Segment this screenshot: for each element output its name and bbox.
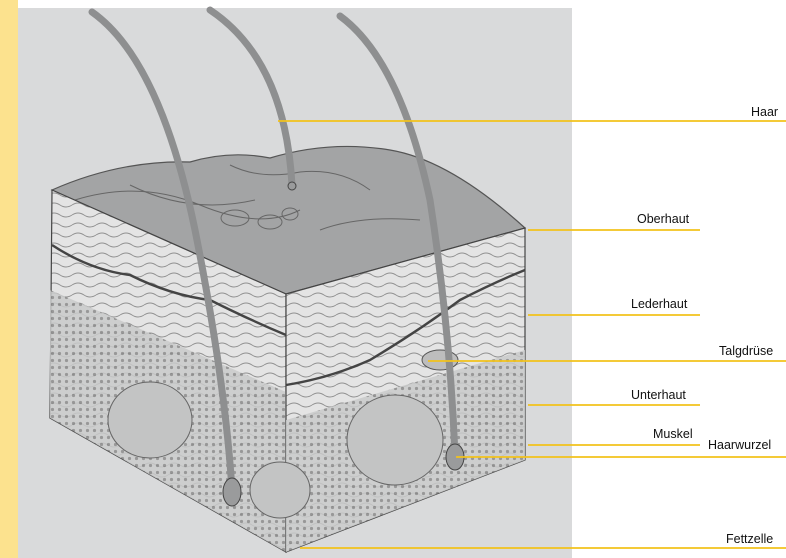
- label-lederhaut: Lederhaut: [631, 297, 687, 311]
- label-talgdruese: Talgdrüse: [719, 344, 773, 358]
- label-unterhaut: Unterhaut: [631, 388, 686, 402]
- label-haarwurzel: Haarwurzel: [708, 438, 771, 452]
- label-oberhaut: Oberhaut: [637, 212, 689, 226]
- label-fettzelle: Fettzelle: [726, 532, 773, 546]
- label-haar: Haar: [751, 105, 778, 119]
- label-muskel: Muskel: [653, 427, 693, 441]
